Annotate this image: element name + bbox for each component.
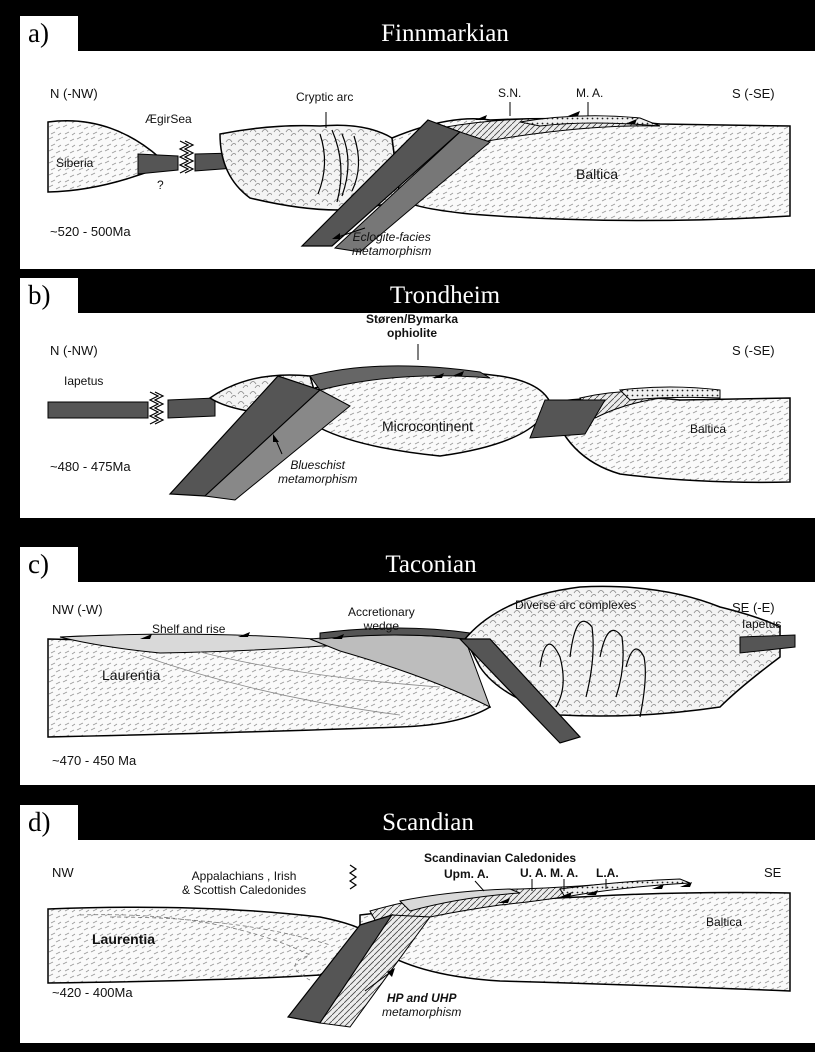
panel-d-left-direction: NW [52, 865, 74, 880]
iapetus-crust-right [168, 398, 215, 418]
laurentia-label-d: Laurentia [92, 931, 155, 947]
ophiolite-label-line1: Støren/Bymarka [366, 312, 458, 326]
appalachians-label: Appalachians , Irish & Scottish Caledoni… [182, 869, 306, 897]
panel-c-age: ~470 - 450 Ma [52, 753, 136, 768]
panel-a-right-direction: S (-SE) [732, 86, 775, 101]
wedge-label: Accretionary wedge [348, 605, 415, 633]
panel-a-left-direction: N (-NW) [50, 86, 98, 101]
thrust-arrow-2 [568, 111, 580, 116]
question-label: ? [157, 178, 164, 192]
panel-c-taconian: c) Taconian NW (-W) SE (-E) Shelf and ri… [20, 547, 815, 785]
panel-b-trondheim: b) Trondheim N (-NW) S (-SE) Iapetus Stø… [20, 278, 815, 518]
ophiolite-label-line2: ophiolite [366, 326, 458, 340]
hp-uhp-label-line1: HP and UHP [382, 991, 461, 1005]
panel-d-scandian: d) Scandian NW SE Appalachians , Irish &… [20, 805, 815, 1043]
blueschist-label: Blueschist metamorphism [278, 458, 357, 486]
iapetus-break-symbol [150, 392, 163, 424]
hp-uhp-label: HP and UHP metamorphism [382, 991, 461, 1019]
aegir-oceanic-crust-left [138, 154, 178, 174]
ma-label: M. A. [576, 86, 603, 100]
upm-label: Upm. A. [444, 867, 489, 881]
scandinavian-label: Scandinavian Caledonides [424, 851, 576, 865]
panel-c-right-direction: SE (-E) [732, 600, 775, 615]
aegir-sea-label: ÆgirSea [145, 112, 192, 126]
panel-c-cross-section [20, 547, 815, 785]
iapetus-label-c: Iapetus [742, 617, 781, 631]
ma-label-d: M. A. [550, 866, 578, 880]
baltica-label: Baltica [576, 166, 618, 182]
arc-complexes-label: Diverse arc complexes [515, 598, 636, 612]
panel-d-right-direction: SE [764, 865, 781, 880]
wedge-label-line1: Accretionary [348, 605, 415, 619]
hp-uhp-label-line2: metamorphism [382, 1005, 461, 1019]
eclogite-label-line2: metamorphism [352, 244, 431, 258]
siberia-label: Siberia [56, 156, 93, 170]
thrust-arrow-2 [238, 632, 250, 637]
la-label: L.A. [596, 866, 619, 880]
wedge-label-line2: wedge [348, 619, 415, 633]
cryptic-arc-label: Cryptic arc [296, 90, 353, 104]
appalachians-label-line2: & Scottish Caledonides [182, 883, 306, 897]
appalachians-label-line1: Appalachians , Irish [182, 869, 306, 883]
panel-b-right-direction: S (-SE) [732, 343, 775, 358]
iapetus-crust-left [48, 402, 148, 418]
ophiolite-label: Støren/Bymarka ophiolite [366, 312, 458, 340]
panel-b-left-direction: N (-NW) [50, 343, 98, 358]
break-symbol [350, 865, 356, 889]
ua-label: U. A. [520, 866, 547, 880]
sn-label: S.N. [498, 86, 521, 100]
eclogite-label-line1: Eclogite-facies [352, 230, 431, 244]
panel-b-age: ~480 - 475Ma [50, 459, 131, 474]
eclogite-label: Eclogite-facies metamorphism [352, 230, 431, 258]
baltica-label-d: Baltica [706, 915, 742, 929]
baltica-label-b: Baltica [690, 422, 726, 436]
iapetus-label: Iapetus [64, 374, 103, 388]
panel-a-finnmarkian: a) Finnmarkian N (-NW) S (-SE) ÆgirSea S… [20, 16, 815, 269]
panel-c-left-direction: NW (-W) [52, 602, 103, 617]
panel-d-age: ~420 - 400Ma [52, 985, 133, 1000]
upm-pointer [475, 881, 484, 891]
shelf-label: Shelf and rise [152, 622, 225, 636]
blueschist-label-line2: metamorphism [278, 472, 357, 486]
blueschist-label-line1: Blueschist [278, 458, 357, 472]
laurentia-label-c: Laurentia [102, 667, 160, 683]
baltica-nappe-dotted [620, 387, 720, 400]
aegir-break-symbol [180, 141, 193, 173]
microcontinent-label: Microcontinent [382, 418, 473, 434]
panel-a-age: ~520 - 500Ma [50, 224, 131, 239]
iapetus-crust [740, 635, 795, 653]
